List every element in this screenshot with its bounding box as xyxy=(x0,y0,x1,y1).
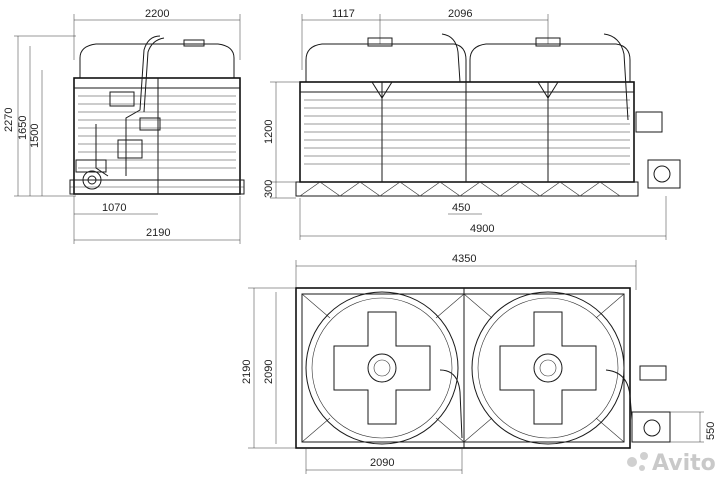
dim-side-frame-height: 1200 xyxy=(263,120,275,144)
dim-top-overall-depth: 2190 xyxy=(241,360,253,384)
dim-front-overall-width: 2200 xyxy=(145,8,169,20)
top-view: 4350 2190 2090 xyxy=(241,253,717,474)
dim-top-pump-block: 550 xyxy=(705,422,717,440)
dim-top-tank-diameter: 2090 xyxy=(263,360,275,384)
dim-side-gap: 450 xyxy=(452,202,470,214)
dim-top-overall-length: 4350 xyxy=(452,253,476,265)
dim-front-pump-offset: 1070 xyxy=(102,202,126,214)
dim-side-tank-span-right: 2096 xyxy=(448,8,472,20)
watermark-text: Avito xyxy=(652,451,716,476)
dim-side-tank-span-left: 1117 xyxy=(332,8,355,20)
dim-top-tank-span: 2090 xyxy=(370,457,394,469)
dim-front-frame-width: 2190 xyxy=(146,227,170,239)
dim-side-overall-length: 4900 xyxy=(470,223,494,235)
dim-front-height-low: 1500 xyxy=(29,124,41,148)
side-view: 1117 2096 xyxy=(263,8,681,240)
dim-front-height-total: 2270 xyxy=(3,108,15,132)
avito-watermark: Avito xyxy=(627,451,716,476)
front-view: 2200 xyxy=(3,8,245,244)
dim-front-height-mid: 1650 xyxy=(17,116,29,140)
dim-side-base-height: 300 xyxy=(263,180,275,198)
